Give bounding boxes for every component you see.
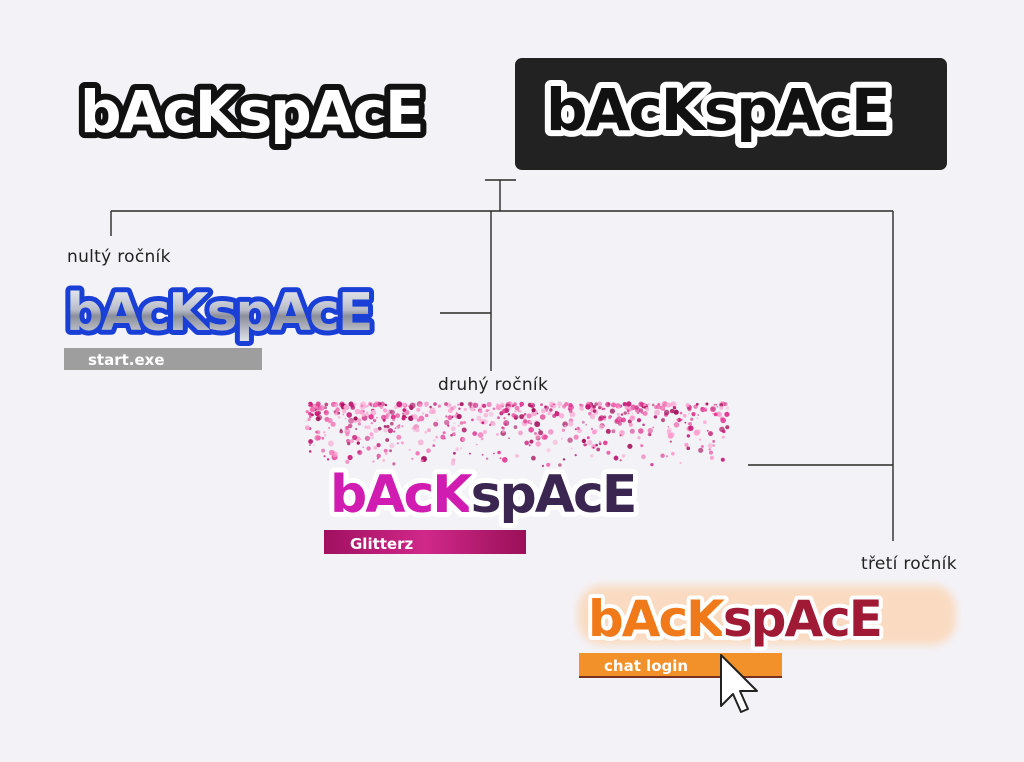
main-logo-dark: bAcKspAcE: [540, 70, 897, 150]
gen2-tag-text: chat login: [604, 657, 688, 675]
gen0-tag-text: start.exe: [88, 351, 165, 369]
gen1-label: druhý ročník: [438, 375, 549, 395]
gen0-logo: bAcKspAcE start.exe: [61, 278, 378, 370]
wordmark-gen0: bAcKspAcE: [66, 283, 371, 343]
svg-text:bAcKspAcE: bAcKspAcE: [330, 465, 635, 525]
gen2-tag-bar: [579, 653, 782, 677]
gen0-tag-bar: [64, 348, 262, 370]
wordmark-main-dark: bAcKspAcE: [546, 76, 889, 144]
svg-text:bAcKspAcE: bAcKspAcE: [588, 590, 881, 648]
gen1-glitter: [304, 401, 730, 468]
wordmark-gen1-part-b: spAcE: [471, 465, 636, 525]
wordmark-gen2-part-b: spAcE: [723, 590, 881, 648]
gen0-label: nultý ročník: [67, 247, 171, 267]
mouse-cursor-icon: [720, 654, 758, 713]
main-logo-light: bAcKspAcE: [74, 72, 431, 152]
gen1-tag-bar: [324, 530, 526, 554]
dark-logo-box: [515, 58, 947, 170]
connector-lines: [110, 179, 894, 541]
gen2-label: třetí ročník: [861, 554, 957, 574]
gen2-glow: [578, 585, 956, 645]
gen2-logo: bAcKspAcE chat login: [578, 585, 956, 713]
gen1-tag-text: Glitterz: [350, 535, 414, 553]
wordmark-gen2-part-a: bAcK: [588, 590, 727, 648]
gen1-logo: bAcKspAcE Glitterz: [324, 460, 642, 554]
wordmark-gen1-part-a: bAcK: [330, 465, 474, 525]
wordmark-main-light: bAcKspAcE: [80, 78, 423, 146]
